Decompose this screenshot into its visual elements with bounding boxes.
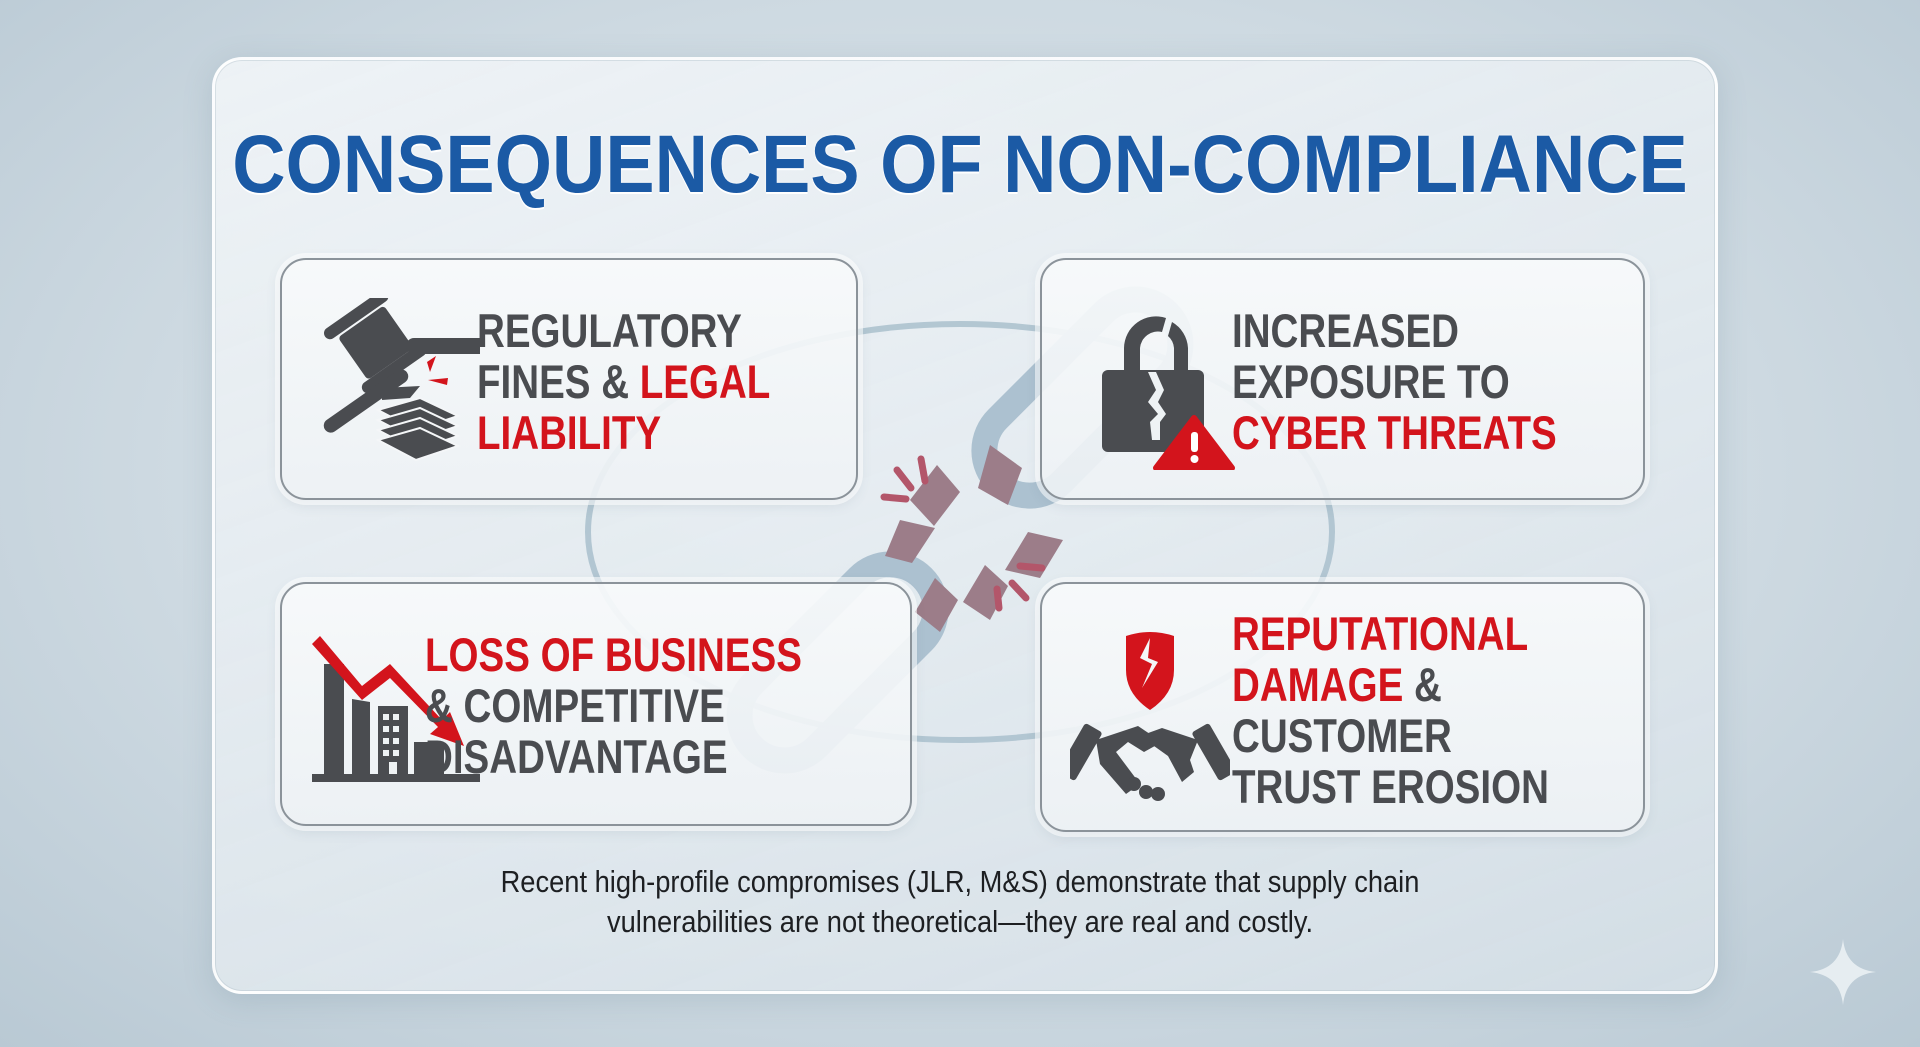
label-line: DAMAGE & bbox=[1232, 658, 1442, 711]
label-line: DISADVANTAGE bbox=[425, 730, 728, 783]
connector-ring bbox=[585, 321, 1335, 743]
card-regulatory-fines: REGULATORY FINES & LEGAL LIABILITY bbox=[280, 258, 858, 500]
label-line: CYBER THREATS bbox=[1232, 406, 1557, 459]
label-line: & COMPETITIVE bbox=[425, 679, 725, 732]
declining-chart-building-icon bbox=[312, 636, 480, 782]
footer-line-2: vulnerabilities are not theoretical—they… bbox=[606, 904, 1314, 939]
gavel-money-icon bbox=[323, 298, 480, 462]
label-line: INCREASED bbox=[1232, 304, 1459, 357]
card-cyber-threats: INCREASED EXPOSURE TO CYBER THREATS bbox=[1040, 258, 1645, 500]
card-label: REGULATORY FINES & LEGAL LIABILITY bbox=[477, 305, 770, 458]
broken-lock-warning-icon bbox=[1102, 316, 1235, 470]
label-line: FINES & LEGAL bbox=[477, 355, 771, 408]
card-label: INCREASED EXPOSURE TO CYBER THREATS bbox=[1232, 305, 1557, 458]
sparkle-icon bbox=[1810, 939, 1876, 1005]
label-line: CUSTOMER bbox=[1232, 709, 1452, 762]
infographic-panel bbox=[212, 57, 1718, 994]
broken-shield-handshake-icon bbox=[1070, 632, 1230, 801]
page-title: CONSEQUENCES OF NON-COMPLIANCE bbox=[232, 119, 1688, 210]
footer-note: Recent high-profile compromises (JLR, M&… bbox=[115, 862, 1805, 942]
label-line: LIABILITY bbox=[477, 406, 662, 459]
label-line: EXPOSURE TO bbox=[1232, 355, 1510, 408]
label-line: REPUTATIONAL bbox=[1232, 607, 1529, 660]
card-reputational-damage: REPUTATIONAL DAMAGE & CUSTOMER TRUST ERO… bbox=[1040, 582, 1645, 832]
card-label: REPUTATIONAL DAMAGE & CUSTOMER TRUST ERO… bbox=[1232, 608, 1549, 812]
label-line: LOSS OF BUSINESS bbox=[425, 628, 802, 681]
footer-line-1: Recent high-profile compromises (JLR, M&… bbox=[500, 864, 1420, 899]
label-line: REGULATORY bbox=[477, 304, 742, 357]
label-line: TRUST EROSION bbox=[1232, 760, 1549, 813]
card-loss-of-business: LOSS OF BUSINESS & COMPETITIVE DISADVANT… bbox=[280, 582, 912, 826]
card-label: LOSS OF BUSINESS & COMPETITIVE DISADVANT… bbox=[425, 629, 802, 782]
